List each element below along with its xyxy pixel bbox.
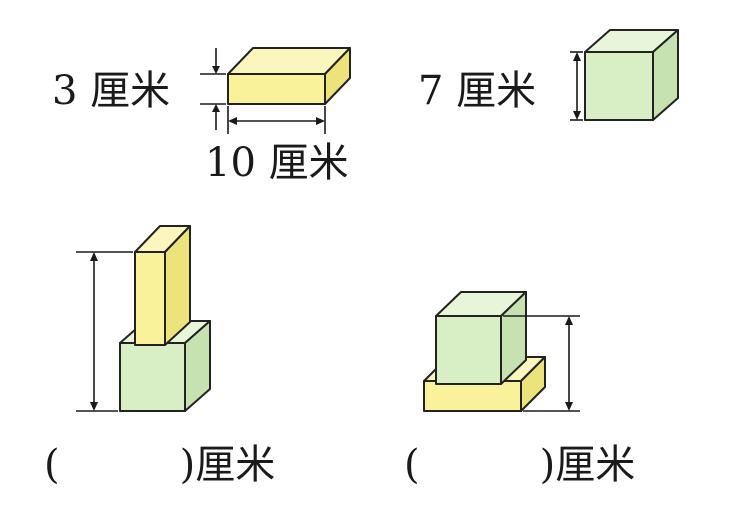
stack-flat-answer-label: ( )厘米 <box>404 442 635 488</box>
cube-edge-dimension <box>570 51 583 121</box>
stack-tall-dimension <box>76 251 133 412</box>
stack-tall-bar-front <box>134 251 166 346</box>
slab-figure: 3 厘米 10 厘米 <box>52 47 351 186</box>
slab-length-label: 10 厘米 <box>205 140 349 186</box>
stack-flat-dimension <box>503 315 580 412</box>
slab-height-label: 3 厘米 <box>52 68 170 114</box>
stack-tall-cube-front <box>119 342 186 412</box>
stack-tall-answer-label: ( )厘米 <box>44 442 275 488</box>
cube-figure: 7 厘米 <box>418 29 679 121</box>
slab-height-dimension <box>200 48 226 130</box>
slab-length-dimension <box>227 106 326 134</box>
cube-front-face <box>584 51 654 121</box>
cube-edge-label: 7 厘米 <box>418 68 536 114</box>
stack-tall-figure: ( )厘米 <box>44 225 275 488</box>
stack-flat-figure: ( )厘米 <box>404 291 635 488</box>
stack-flat-slab-front <box>423 380 522 412</box>
slab-front-face <box>227 73 326 105</box>
stack-flat-cube-front <box>435 315 502 385</box>
